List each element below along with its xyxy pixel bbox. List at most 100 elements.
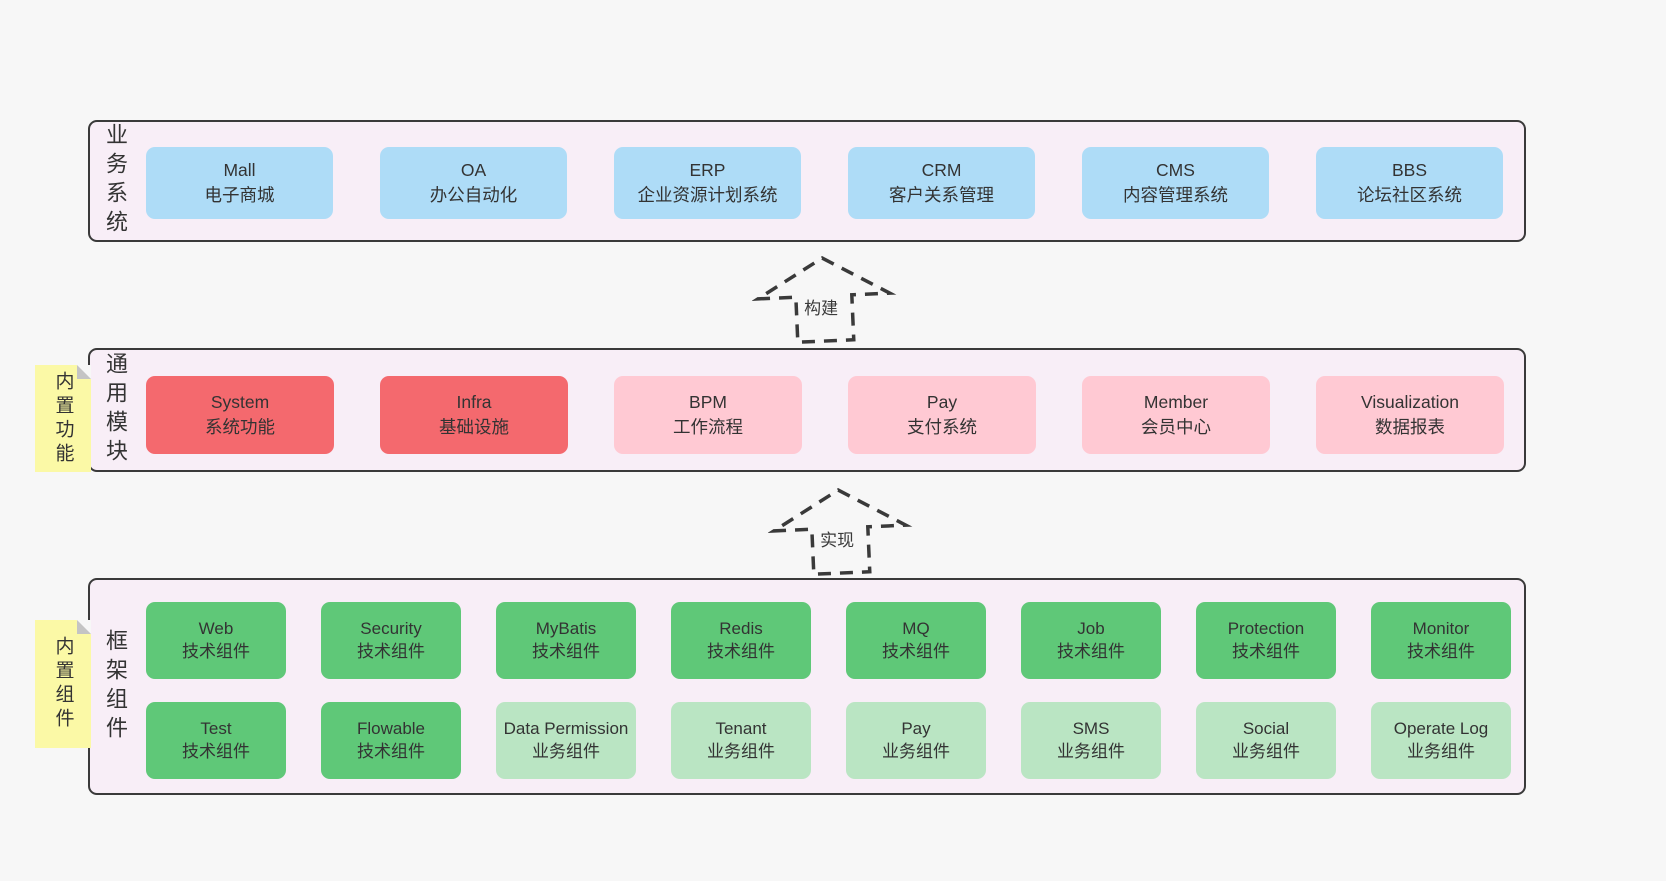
box-web: Web 技术组件 — [146, 602, 286, 679]
band-label: 通用模块 — [103, 352, 128, 468]
box-bpm: BPM 工作流程 — [614, 376, 802, 454]
box-subtitle: 技术组件 — [1407, 641, 1475, 661]
box-subtitle: 企业资源计划系统 — [637, 185, 778, 205]
box-subtitle: 办公自动化 — [429, 185, 518, 205]
box-mq: MQ 技术组件 — [846, 602, 986, 679]
box-title: CMS — [1156, 160, 1195, 181]
box-test: Test 技术组件 — [146, 702, 286, 779]
box-sms: SMS 业务组件 — [1021, 702, 1161, 779]
box-mybatis: MyBatis 技术组件 — [496, 602, 636, 679]
box-title: ERP — [689, 160, 726, 181]
box-title: SMS — [1072, 719, 1110, 739]
box-member: Member 会员中心 — [1082, 376, 1270, 454]
box-infra: Infra 基础设施 — [380, 376, 568, 454]
box-data-permission: Data Permission 业务组件 — [496, 702, 636, 779]
box-title: Infra — [456, 392, 492, 413]
box-title: OA — [460, 160, 487, 181]
arrow-label: 实现 — [816, 525, 859, 552]
note-text: 内置组件 — [52, 636, 74, 732]
band-label: 业务系统 — [103, 123, 128, 239]
box-title: Visualization — [1361, 392, 1459, 413]
box-subtitle: 工作流程 — [673, 417, 743, 437]
box-subtitle: 基础设施 — [439, 417, 509, 437]
box-system: System 系统功能 — [146, 376, 334, 454]
band-box-row: System 系统功能 Infra 基础设施 BPM 工作流程 Pay 支付系统… — [146, 376, 1504, 454]
box-title: Redis — [719, 619, 763, 639]
box-subtitle: 业务组件 — [707, 741, 775, 761]
box-cms: CMS 内容管理系统 — [1082, 147, 1269, 219]
box-subtitle: 技术组件 — [182, 641, 250, 661]
box-title: Job — [1077, 619, 1105, 639]
box-pay-component: Pay 业务组件 — [846, 702, 986, 779]
component-row-2: Test 技术组件 Flowable 技术组件 Data Permission … — [146, 702, 1511, 779]
box-oa: OA 办公自动化 — [380, 147, 567, 219]
box-subtitle: 技术组件 — [1232, 641, 1300, 661]
sticky-note-built-in-features: 内置功能 — [35, 365, 91, 472]
band-box-row: Mall 电子商城 OA 办公自动化 ERP 企业资源计划系统 CRM 客户关系… — [146, 147, 1503, 219]
box-title: Member — [1143, 392, 1209, 413]
band-common-modules: 通用模块 System 系统功能 Infra 基础设施 BPM 工作流程 Pay… — [88, 348, 1526, 472]
box-subtitle: 支付系统 — [907, 417, 977, 437]
sticky-note-built-in-components: 内置组件 — [35, 620, 91, 748]
box-title: Mall — [223, 160, 256, 181]
box-title: Monitor — [1412, 619, 1470, 639]
box-subtitle: 技术组件 — [182, 741, 250, 761]
box-flowable: Flowable 技术组件 — [321, 702, 461, 779]
note-text: 内置功能 — [52, 370, 74, 467]
box-subtitle: 技术组件 — [357, 741, 425, 761]
box-title: Flowable — [356, 719, 426, 739]
box-subtitle: 业务组件 — [882, 741, 950, 761]
box-subtitle: 技术组件 — [532, 641, 600, 661]
box-job: Job 技术组件 — [1021, 602, 1161, 679]
box-title: Social — [1242, 719, 1290, 739]
box-crm: CRM 客户关系管理 — [848, 147, 1035, 219]
box-subtitle: 内容管理系统 — [1123, 185, 1228, 205]
implement-arrow: 实现 — [767, 486, 913, 578]
box-subtitle: 系统功能 — [205, 417, 275, 437]
dashed-up-arrow-icon — [767, 488, 913, 577]
band-label: 框架组件 — [103, 628, 128, 745]
box-subtitle: 业务组件 — [532, 741, 600, 761]
box-visualization: Visualization 数据报表 — [1316, 376, 1504, 454]
box-subtitle: 技术组件 — [707, 641, 775, 661]
box-operate-log: Operate Log 业务组件 — [1371, 702, 1511, 779]
box-title: MQ — [902, 619, 930, 639]
band-business-systems: 业务系统 Mall 电子商城 OA 办公自动化 ERP 企业资源计划系统 CRM… — [88, 120, 1526, 242]
box-subtitle: 业务组件 — [1057, 741, 1125, 761]
box-title: System — [210, 392, 270, 413]
box-subtitle: 论坛社区系统 — [1357, 185, 1462, 205]
box-mall: Mall 电子商城 — [146, 147, 333, 219]
box-title: BBS — [1391, 160, 1428, 181]
box-subtitle: 会员中心 — [1141, 417, 1211, 437]
box-security: Security 技术组件 — [321, 602, 461, 679]
component-row-1: Web 技术组件 Security 技术组件 MyBatis 技术组件 Redi… — [146, 602, 1511, 679]
box-subtitle: 技术组件 — [1057, 641, 1125, 661]
box-pay-system: Pay 支付系统 — [848, 376, 1036, 454]
box-subtitle: 技术组件 — [357, 641, 425, 661]
build-arrow: 构建 — [751, 254, 897, 346]
box-erp: ERP 企业资源计划系统 — [614, 147, 801, 219]
box-redis: Redis 技术组件 — [671, 602, 811, 679]
box-protection: Protection 技术组件 — [1196, 602, 1336, 679]
dashed-up-arrow-icon — [751, 256, 897, 345]
box-title: Data Permission — [503, 719, 629, 739]
arrow-label: 构建 — [800, 293, 843, 320]
box-title: Tenant — [715, 719, 767, 739]
box-title: CRM — [921, 160, 962, 181]
component-grid: Web 技术组件 Security 技术组件 MyBatis 技术组件 Redi… — [146, 602, 1511, 779]
box-title: Pay — [901, 719, 931, 739]
box-subtitle: 业务组件 — [1407, 741, 1475, 761]
box-subtitle: 技术组件 — [882, 641, 950, 661]
box-title: Web — [198, 619, 234, 639]
band-framework-components: 框架组件 Web 技术组件 Security 技术组件 MyBatis 技术组件… — [88, 578, 1526, 795]
box-monitor: Monitor 技术组件 — [1371, 602, 1511, 679]
box-title: BPM — [689, 392, 727, 413]
box-bbs: BBS 论坛社区系统 — [1316, 147, 1503, 219]
box-tenant: Tenant 业务组件 — [671, 702, 811, 779]
box-title: Pay — [926, 392, 958, 413]
box-social: Social 业务组件 — [1196, 702, 1336, 779]
box-subtitle: 电子商城 — [204, 185, 275, 205]
box-subtitle: 数据报表 — [1375, 417, 1445, 437]
box-title: Test — [200, 719, 232, 739]
